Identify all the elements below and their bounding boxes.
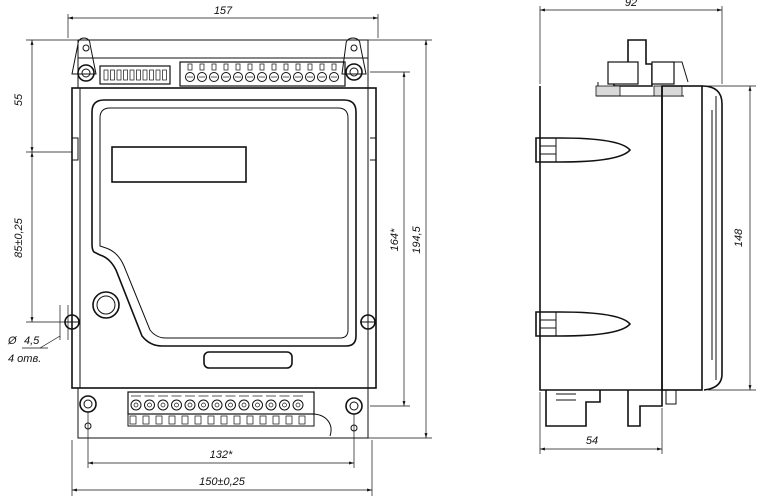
- side-view: 92 148 54: [535, 0, 756, 454]
- dimension-side-top-depth: 92: [539, 0, 723, 84]
- top-terminal-screws: [185, 63, 339, 82]
- terminal-pin: [233, 415, 241, 425]
- terminal-screw: [238, 395, 250, 411]
- top-small-pins: [103, 69, 167, 81]
- terminal-pin: [285, 415, 293, 425]
- dim-bottom-inner-label: 132*: [210, 449, 233, 461]
- top-right-mount-ear: [341, 37, 367, 81]
- terminal-screw: [265, 395, 277, 411]
- dim-left-mid-label: 85±0,25: [13, 217, 25, 258]
- dimension-bottom-inner: 132*: [87, 412, 355, 468]
- terminal-screw: [184, 395, 196, 411]
- terminal-pin: [129, 415, 137, 425]
- top-left-mount-ear: [71, 37, 97, 82]
- terminal-screw: [157, 395, 169, 411]
- side-upper-latch: [535, 137, 632, 163]
- side-bottom-connector: [545, 389, 677, 427]
- dimension-right-outer: 194,5: [368, 39, 432, 439]
- dimension-right-inner: 164*: [370, 71, 410, 407]
- terminal-screw: [281, 63, 291, 82]
- dim-side-top-depth-label: 92: [625, 0, 637, 9]
- dim-side-bottom-depth-label: 54: [586, 435, 598, 447]
- terminal-pin: [110, 69, 115, 81]
- bottom-terminal-screws: [130, 395, 304, 411]
- terminal-screw: [257, 63, 267, 82]
- side-main-body: [539, 85, 723, 391]
- dim-hole-count-label: 4 отв.: [8, 353, 41, 365]
- terminal-pin: [142, 415, 150, 425]
- terminal-pin: [168, 415, 176, 425]
- terminal-screw: [211, 395, 223, 411]
- bottom-terminal-pins: [129, 415, 306, 425]
- terminal-screw: [305, 63, 315, 82]
- dim-side-height-label: 148: [733, 228, 745, 247]
- terminal-screw: [279, 395, 290, 411]
- terminal-pin: [207, 415, 215, 425]
- bottom-terminal-strip: [77, 387, 369, 439]
- terminal-pin: [123, 69, 128, 81]
- top-terminal-strip: [77, 39, 369, 89]
- terminal-pin: [116, 69, 122, 81]
- main-housing: [71, 87, 377, 389]
- display-window: [111, 146, 247, 183]
- terminal-screw: [225, 395, 236, 411]
- terminal-screw: [130, 395, 142, 411]
- front-view: 157 55 85±0,25 Ø 4,5 4 отв. 164*: [7, 5, 432, 496]
- dimension-top-width: 157: [67, 5, 379, 38]
- terminal-pin: [142, 69, 148, 81]
- terminal-pin: [246, 415, 254, 425]
- terminal-pin: [272, 415, 280, 425]
- terminal-pin: [298, 415, 306, 425]
- dimension-left-upper: 55: [13, 39, 78, 153]
- terminal-screw: [252, 395, 263, 411]
- terminal-screw: [144, 395, 155, 411]
- terminal-pin: [103, 69, 109, 81]
- terminal-pin: [162, 69, 167, 81]
- terminal-pin: [259, 415, 267, 425]
- dim-hole-dia-label: 4,5: [24, 335, 40, 347]
- terminal-pin: [155, 415, 163, 425]
- side-lower-latch: [535, 311, 632, 337]
- terminal-screw: [292, 395, 304, 411]
- dim-hole-dia-symbol: Ø: [7, 335, 18, 347]
- right-mount-hole: [360, 314, 376, 330]
- terminal-screw: [198, 395, 209, 411]
- dim-right-outer-label: 194,5: [411, 225, 423, 253]
- left-mount-hole: [64, 314, 80, 330]
- terminal-screw: [329, 63, 339, 82]
- front-cover: [91, 99, 357, 347]
- dim-bottom-outer-label: 150±0,25: [199, 476, 246, 488]
- dimension-bottom-outer: 150±0,25: [71, 440, 373, 496]
- dimension-side-bottom-depth: 54: [539, 392, 663, 454]
- terminal-pin: [155, 69, 161, 81]
- terminal-screw: [197, 63, 207, 82]
- terminal-screw: [209, 63, 219, 82]
- round-indicator: [92, 291, 120, 319]
- terminal-screw: [185, 63, 195, 82]
- terminal-screw: [245, 63, 255, 82]
- dimension-hole-dia: Ø 4,5 4 отв.: [7, 305, 69, 365]
- terminal-screw: [269, 63, 279, 82]
- terminal-pin: [129, 69, 135, 81]
- terminal-pin: [136, 69, 141, 81]
- terminal-pin: [181, 415, 189, 425]
- terminal-screw: [233, 63, 243, 82]
- label-slot: [203, 351, 293, 369]
- dimension-left-mid: 85±0,25: [13, 152, 64, 323]
- terminal-screw: [171, 395, 182, 411]
- dim-top-width-label: 157: [214, 5, 233, 17]
- terminal-pin: [220, 415, 228, 425]
- dimension-side-height: 148: [708, 85, 756, 391]
- terminal-screw: [317, 63, 327, 82]
- dim-left-upper-label: 55: [13, 93, 25, 106]
- terminal-screw: [293, 63, 303, 82]
- dim-right-inner-label: 164*: [389, 228, 401, 251]
- side-top-gasket: [595, 85, 683, 97]
- terminal-pin: [194, 415, 202, 425]
- terminal-pin: [149, 69, 154, 81]
- terminal-screw: [221, 63, 231, 82]
